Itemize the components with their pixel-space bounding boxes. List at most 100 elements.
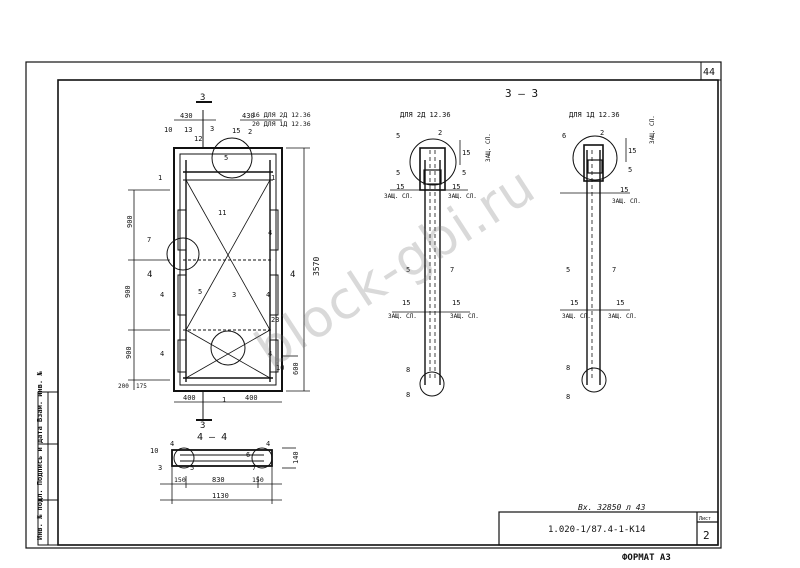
s33l-zasch-c: ЗАЩ. СЛ. [388,313,417,320]
s33l-pos-8-a: 8 [406,366,410,374]
section-4-4-title: 4 — 4 [197,432,227,443]
s44-pos-7: 7 [252,464,256,472]
s44-pos-4-right: 4 [266,440,270,448]
s33r-zasch-b: ЗАЩ. СЛ. [562,313,591,320]
s33r-zasch-a: ЗАЩ. СЛ. [612,198,641,205]
dim-900-1: 900 [126,215,134,228]
inventory-note: Вх. 32850 л 43 [578,503,646,512]
s44-dim-150-right: 150 [252,476,264,484]
dim-600: 600 [292,362,300,375]
s44-pos-10: 10 [150,447,158,455]
sheet-number: 44 [703,67,715,78]
s44-pos-4-left: 4 [170,440,174,448]
s44-dim-1130: 1130 [212,492,229,500]
s33l-pos-2: 2 [438,129,442,137]
side-stamp-text: Инв. № подл. Подпись и дата Взам. инв. № [36,371,44,540]
s33r-pos-2: 2 [600,129,604,137]
s44-dim-830: 830 [212,476,225,484]
s44-pos-5: 5 [190,464,194,472]
s33l-dim-15-v: 15 [462,149,470,157]
dim-3570: 3570 [312,257,321,276]
mark-4-right: 4 [290,270,295,280]
s44-dim-140: 140 [292,451,300,464]
pos-1-bottom: 1 [222,396,226,404]
dim-430-right: 430 [242,112,255,120]
pos-2: 2 [248,128,252,136]
s44-dim-150-left: 150 [174,476,186,484]
s33r-dim-15-a: 15 [620,186,628,194]
s44-pos-3: 3 [158,464,162,472]
s33l-dim-15-b: 15 [452,183,460,191]
dim-175: 175 [136,383,147,390]
s33r-dim-15-c: 15 [616,299,624,307]
s33r-pos-5-mid: 5 [566,266,570,274]
s33l-pos-8-b: 8 [406,391,410,399]
cut-mark-top: 3 [200,93,205,103]
s33r-dim-15-v: 15 [628,147,636,155]
pos-4-right: 4 [268,229,272,237]
s33l-zasch-d: ЗАЩ. СЛ. [450,313,479,320]
pos-4-c: 4 [160,350,164,358]
s33l-zasch-b: ЗАЩ. СЛ. [448,193,477,200]
pos-4-b: 4 [266,291,270,299]
s33r-pos-6: 6 [562,132,566,140]
s33l-dim-15-c: 15 [402,299,410,307]
pos-10: 10 [164,126,172,134]
pos-12: 12 [194,135,202,143]
dim-900-2: 900 [124,285,132,298]
sheet-label: Лист [699,516,711,522]
s44-pos-6: 6 [246,451,250,459]
dim-200: 200 [118,383,129,390]
for-1d-label: ДЛЯ 1Д 12.36 [569,111,620,119]
s33l-zasch-a: ЗАЩ. СЛ. [384,193,413,200]
mark-4-left: 4 [147,270,152,280]
s33l-pos-5-mid: 5 [406,266,410,274]
section-3-3-1d-drawing [560,135,630,393]
main-dimensions [128,119,310,403]
for-2d-label: ДЛЯ 2Д 12.36 [400,111,451,119]
s33r-zasch-v: ЗАЩ. СЛ. [649,115,656,144]
s33r-pos-8-b: 8 [566,393,570,401]
pos-5-mid: 5 [198,288,202,296]
pos-7: 7 [147,236,151,244]
left-stamp-strip [37,391,59,546]
s33r-pos-5-top: 5 [628,166,632,174]
pos-13: 13 [184,126,192,134]
section-3-3-2d-drawing [390,138,470,397]
s33l-dim-15-d: 15 [452,299,460,307]
cut-mark-bottom: 3 [200,421,205,431]
s33r-pos-8-a: 8 [566,364,570,372]
pos-15: 15 [232,127,240,135]
pos-10-b: 10 [276,364,284,372]
s33l-dim-15-a: 15 [396,183,404,191]
s33r-zasch-c: ЗАЩ. СЛ. [608,313,637,320]
sheet-number-box [700,61,722,81]
dim-400-right: 400 [245,394,258,402]
s33l-pos-5-top: 5 [396,132,400,140]
s33l-pos-5-a: 5 [396,169,400,177]
drawing-labels: 3 — 3 ДЛЯ 2Д 12.36 ДЛЯ 1Д 12.36 4 — 4 3 … [118,67,715,563]
document-designation: 1.020-1/87.4-1-К14 [548,525,646,535]
pos-1-left: 1 [158,174,162,182]
pos-5: 5 [224,154,228,162]
s33l-pos-7-mid: 7 [450,266,454,274]
title-block [498,511,719,546]
pos-4-d: 4 [268,350,272,358]
pos-3: 3 [210,125,214,133]
inner-frame [57,79,719,546]
section-3-3-title: 3 — 3 [505,87,538,100]
section-4-4-drawing [160,447,296,504]
s33r-dim-15-b: 15 [570,299,578,307]
dim-430-left: 430 [180,112,193,120]
format-label: ФОРМАТ А3 [622,553,671,563]
sheet-no: 2 [703,529,710,542]
pos-23: 23 [271,316,279,324]
s33l-pos-5-b: 5 [462,169,466,177]
s33l-zasch-v: ЗАЩ. СЛ. [485,133,492,162]
s33r-pos-7-mid: 7 [612,266,616,274]
pos-11: 11 [218,209,226,217]
note-16: 16 ДЛЯ 2Д 12.36 [252,111,311,119]
dim-900-3: 900 [125,346,133,359]
note-20: 20 ДЛЯ 1Д 12.36 [252,120,311,128]
